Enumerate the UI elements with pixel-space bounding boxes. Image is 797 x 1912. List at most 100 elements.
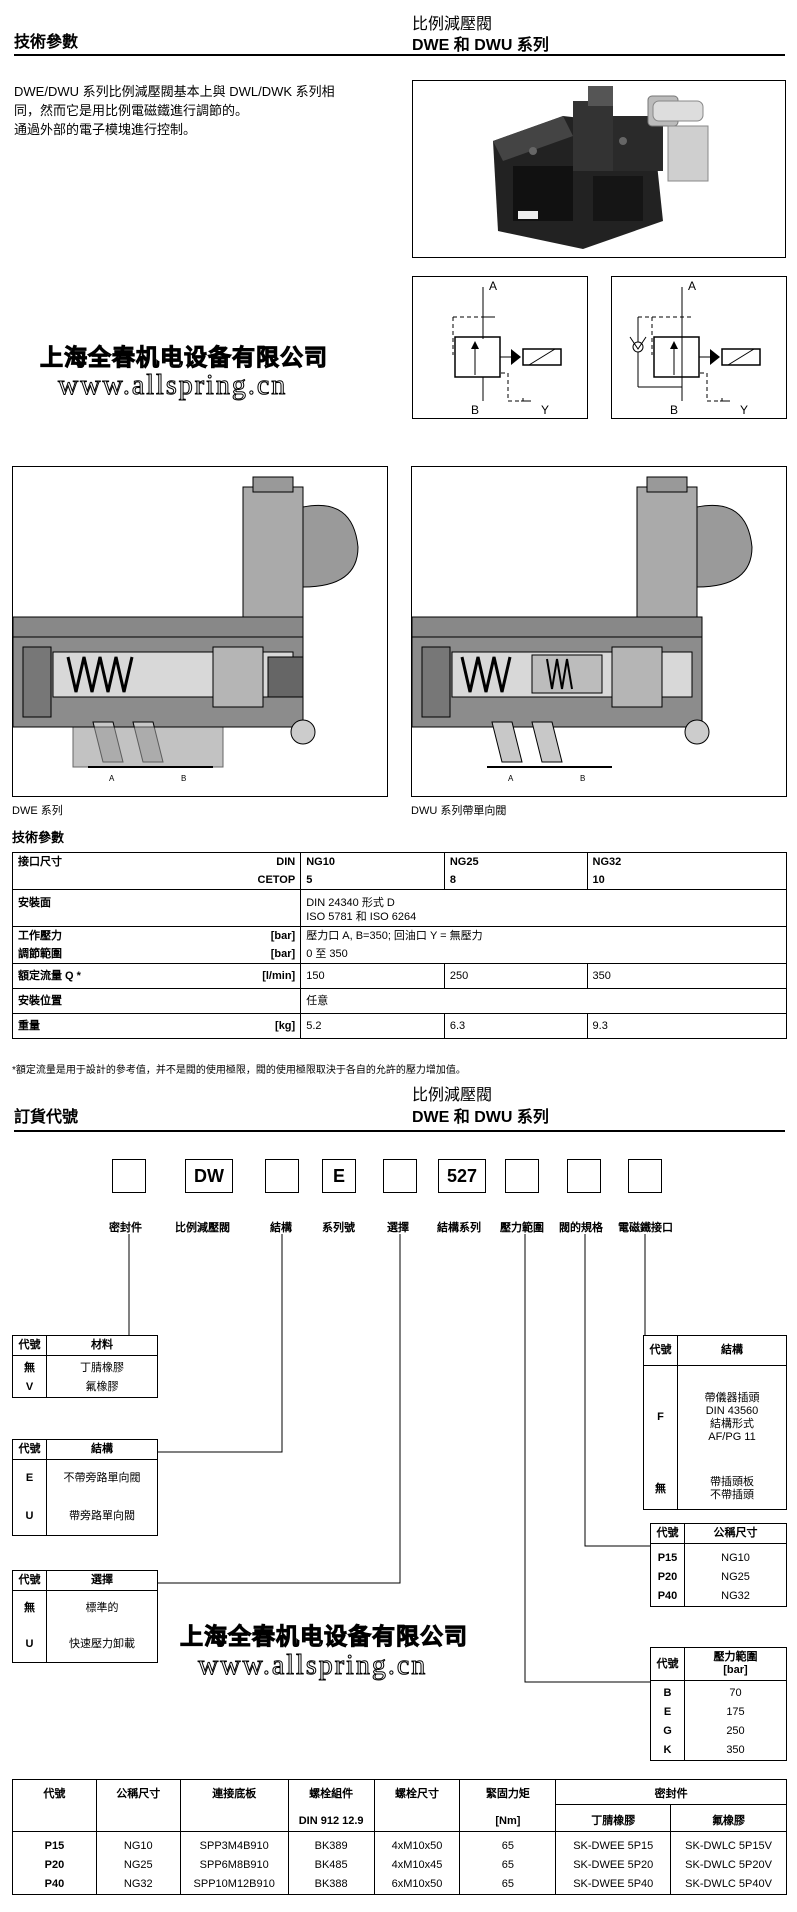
tech-label: 安裝面 (11, 889, 302, 927)
table-cell: SPP6M8B910 (179, 1856, 289, 1875)
cell-text: 工作壓力 (18, 930, 62, 942)
cell-text: 壓力範圍 (713, 1651, 758, 1663)
intro-text: DWE/DWU 系列比例減壓閥基本上與 DWL/DWK 系列相 同，然而它是用比… (14, 82, 335, 139)
tech-cell: 壓力口 A, B=350; 回油口 Y = 無壓力 (300, 926, 787, 945)
table-row: 無標準的 (12, 1590, 158, 1627)
table-cell: SK-DWLC 5P40V (670, 1875, 787, 1895)
table-header: 螺栓尺寸 (373, 1779, 461, 1832)
footnote: *額定流量是用于設計的參考值，并不是閥的使用極限，閥的使用極限取決于各自的允許的… (12, 1065, 466, 1076)
watermark-company: 上海全春机电设备有限公司 (40, 344, 328, 372)
table-row: 代號 公稱尺寸 連接底板 螺栓組件 螺栓尺寸 緊固力矩 密封件 (12, 1779, 787, 1832)
cell-unit: [bar] (270, 948, 296, 960)
table-header: 連接底板 (179, 1779, 289, 1832)
dwe-caption: DWE 系列 (12, 805, 63, 817)
port-b-label: B (670, 403, 679, 417)
table-cell: 丁腈橡膠 (46, 1355, 158, 1378)
code-box-structure (265, 1159, 299, 1193)
cell-text: 結構形式 (710, 1417, 754, 1430)
table-cell: 6xM10x50 (373, 1875, 461, 1895)
table-row: 工作壓力[bar] 壓力口 A, B=350; 回油口 Y = 無壓力 (11, 926, 787, 945)
tech-title: 技術參數 (12, 830, 65, 845)
table-cell: BK389 (287, 1831, 375, 1856)
table-cell: 帶插頭板不帶插頭 (677, 1469, 787, 1510)
table-header: 材料 (46, 1335, 158, 1356)
table-cell: SK-DWLC 5P20V (670, 1856, 787, 1875)
table-header: 壓力範圍[bar] (684, 1647, 787, 1681)
cell-unit: CETOP (257, 874, 296, 886)
cell-text: 帶插頭板 (710, 1476, 754, 1489)
port-a-label: A (489, 279, 498, 293)
valve-section-icon (12, 476, 359, 768)
table-cell: NG10 (684, 1543, 787, 1568)
cell-text: 調節範圍 (18, 948, 62, 960)
table-cell: NG25 (684, 1568, 787, 1587)
table-row: 無丁腈橡膠 (12, 1355, 158, 1378)
port-a-label: A (688, 279, 697, 293)
table-header: 選擇 (46, 1570, 158, 1591)
hydraulic-symbol-dwu: A B Y (611, 276, 787, 419)
table-cell: BK388 (287, 1875, 375, 1895)
table-header: 氟橡膠 (670, 1804, 787, 1832)
code-box-dw: DW (185, 1159, 233, 1193)
code-label: 選擇 (387, 1222, 409, 1234)
table-cell: P15 (650, 1543, 685, 1568)
cell-text: 帶儀器插頭 (704, 1391, 760, 1404)
cell-text: AF/PG 11 (708, 1430, 756, 1443)
cell-text: [bar] (723, 1664, 748, 1676)
table-cell: SK-DWLC 5P15V (670, 1831, 787, 1856)
table-cell: K (650, 1741, 685, 1761)
table-cell: 氟橡膠 (46, 1378, 158, 1398)
cell-text: DIN 24340 形式 D (306, 897, 395, 909)
table-cell: 快速壓力卸載 (46, 1626, 158, 1663)
table-header: 代號 (12, 1335, 47, 1356)
code-box-size (567, 1159, 601, 1193)
tech-cell: 250 (443, 963, 588, 989)
table-cell: 70 (684, 1680, 787, 1703)
cell-unit: [l/min] (262, 970, 296, 982)
table-cell: NG32 (684, 1587, 787, 1607)
tech-label: 工作壓力[bar] (11, 926, 302, 945)
intro-line: 同，然而它是用比例電磁鐵進行調節的。 (14, 103, 249, 118)
tech-cell: NG32 (586, 852, 788, 871)
code-label: 閥的規格 (559, 1222, 603, 1234)
table-cell: SK-DWEE 5P40 (555, 1875, 672, 1895)
code-box-connector (628, 1159, 662, 1193)
table-row: P20 NG25 SPP6M8B910 BK485 4xM10x45 65 SK… (12, 1856, 787, 1875)
table-row: 重量[kg] 5.2 6.3 9.3 (11, 1013, 788, 1039)
table-header: [Nm] (459, 1804, 557, 1832)
table-header: 結構 (46, 1439, 158, 1460)
header-divider (14, 1130, 785, 1132)
order-table: 代號 公稱尺寸 連接底板 螺栓組件 螺栓尺寸 緊固力矩 密封件 DIN 912 … (12, 1779, 787, 1895)
code-label: 電磁鐵接口 (618, 1222, 673, 1234)
table-header: 緊固力矩 (459, 1779, 557, 1805)
cell-unit: DIN (276, 856, 296, 868)
table-cell: P40 (12, 1875, 97, 1895)
table-row: 代號結構 (643, 1335, 787, 1366)
table-header: 丁腈橡膠 (555, 1804, 672, 1832)
table-cell: 無 (12, 1590, 47, 1627)
table-cell: SPP10M12B910 (179, 1875, 289, 1895)
table-cell: 無 (643, 1469, 678, 1510)
pressure-reducing-valve-icon (452, 287, 562, 402)
table-header: 密封件 (555, 1779, 787, 1805)
table-row: 無 帶插頭板不帶插頭 (643, 1469, 787, 1510)
valve-photo-icon (493, 86, 709, 249)
port-a-label: A (508, 774, 514, 783)
table-header: 代號 (12, 1779, 97, 1832)
cell-text: DIN 43560 (705, 1404, 759, 1417)
table-header: 代號 (643, 1335, 678, 1366)
table-row: P15 NG10 SPP3M4B910 BK389 4xM10x50 65 SK… (12, 1831, 787, 1856)
table-header: 結構 (677, 1335, 787, 1366)
